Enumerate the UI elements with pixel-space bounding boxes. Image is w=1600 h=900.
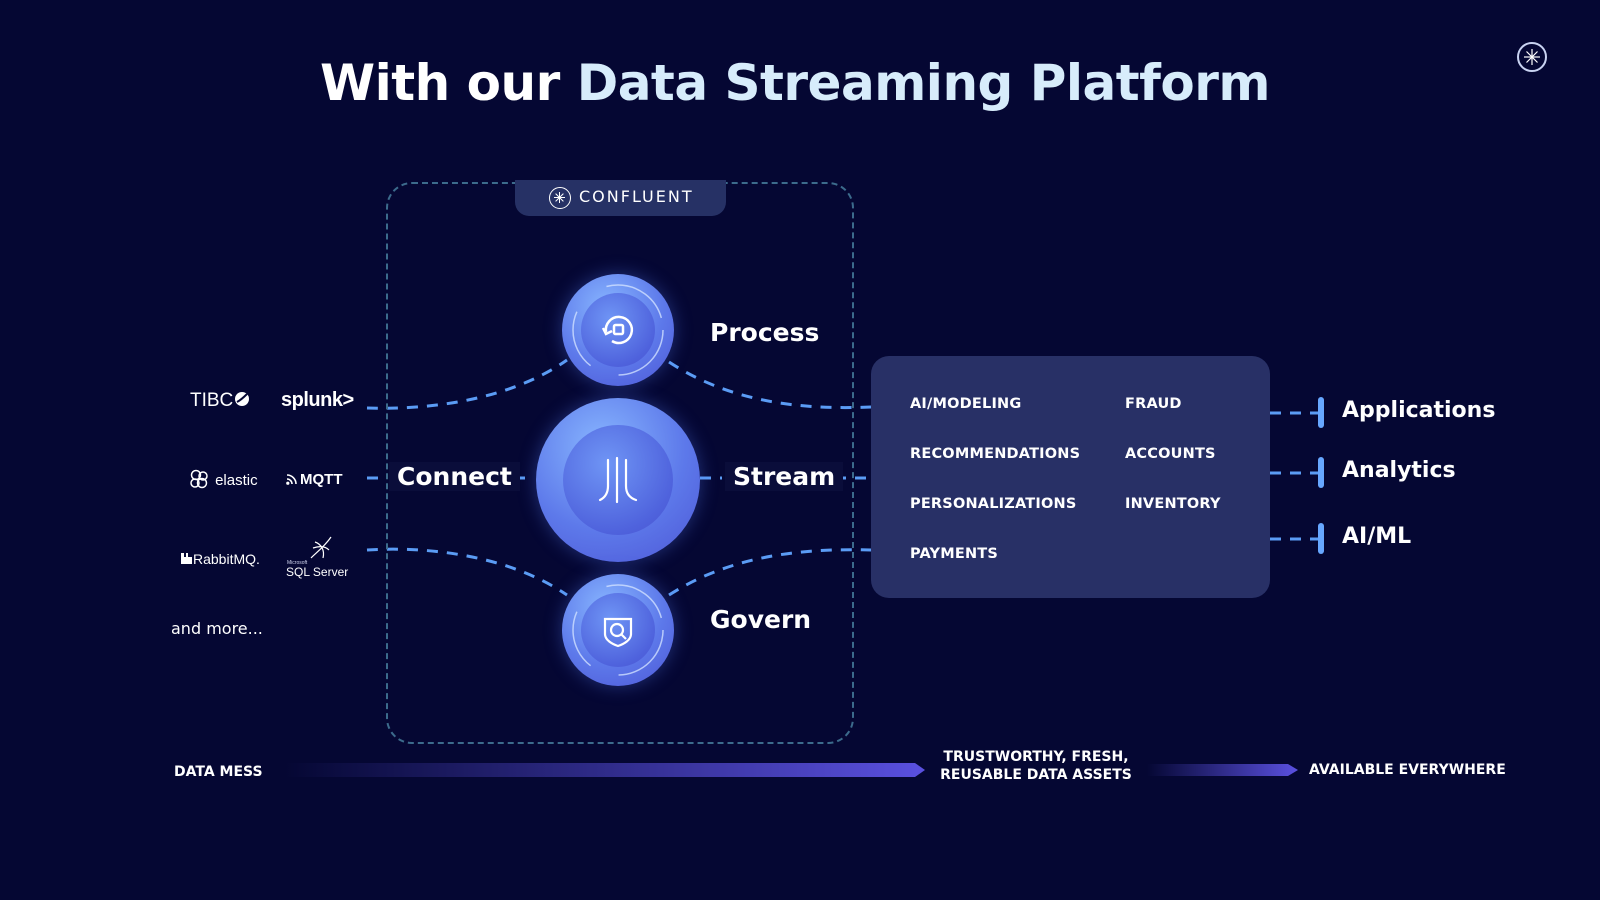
elastic-logo: elastic	[188, 468, 258, 490]
connect-label: Connect	[389, 462, 520, 491]
splunk-logo: splunk>	[281, 389, 354, 411]
rabbitmq-icon	[181, 553, 192, 564]
dash-source-govern	[366, 547, 568, 597]
progress-arrow-2	[1147, 764, 1298, 776]
consumer-ai-ml: AI/ML	[1342, 524, 1412, 549]
mqtt-signal-icon	[286, 474, 297, 485]
tibco-logo-text: TIBC	[190, 390, 234, 411]
dash-source-process	[366, 358, 568, 410]
refresh-square-icon	[572, 284, 664, 376]
use-case-item: ACCOUNTS	[1125, 446, 1216, 462]
process-label: Process	[710, 318, 820, 347]
sql-server-logo: Microsoft SQL Server	[285, 534, 349, 580]
confluent-tab: CONFLUENT	[515, 180, 726, 216]
data-assets-label: TRUSTWORTHY, FRESH, REUSABLE DATA ASSETS	[936, 748, 1136, 784]
rabbitmq-logo: RabbitMQ.	[180, 549, 260, 568]
mqtt-logo: MQTT	[286, 469, 343, 488]
use-case-item: FRAUD	[1125, 396, 1182, 412]
tibco-swirl-icon	[235, 392, 250, 406]
data-mess-label: DATA MESS	[174, 764, 263, 780]
govern-node	[562, 574, 674, 686]
progress-arrow-1	[285, 763, 925, 777]
confluent-logo-icon	[1517, 42, 1547, 72]
sql-server-text: SQL Server	[286, 565, 349, 579]
mqtt-logo-text: MQTT	[300, 471, 343, 488]
use-case-item: INVENTORY	[1125, 496, 1221, 512]
process-node	[562, 274, 674, 386]
elastic-icon	[190, 469, 208, 489]
dash-govern-usecases	[668, 548, 872, 597]
sql-server-icon	[310, 536, 332, 559]
stream-label: Stream	[725, 462, 844, 491]
tibco-logo: TIBC	[190, 390, 251, 412]
rabbitmq-logo-text: RabbitMQ.	[193, 551, 260, 567]
use-case-item: AI/MODELING	[910, 396, 1022, 412]
confluent-tab-logo-icon	[549, 187, 571, 209]
consumer-bar	[1318, 457, 1324, 488]
shield-search-icon	[572, 584, 664, 676]
consumer-applications: Applications	[1342, 398, 1496, 423]
stream-core-node	[536, 398, 700, 562]
use-case-item: RECOMMENDATIONS	[910, 446, 1081, 462]
and-more-label: and more...	[171, 619, 263, 638]
page-title: With our Data Streaming Platform	[0, 54, 1590, 112]
dash-process-usecases	[668, 360, 872, 410]
use-case-item: PERSONALIZATIONS	[910, 496, 1077, 512]
elastic-logo-text: elastic	[215, 472, 258, 489]
consumer-bar	[1318, 397, 1324, 428]
use-case-item: PAYMENTS	[910, 546, 999, 562]
sql-server-small-text: Microsoft	[287, 560, 308, 566]
confluent-label: CONFLUENT	[579, 187, 694, 206]
data-assets-line-1: TRUSTWORTHY, FRESH,	[943, 749, 1129, 765]
confluent-streams-icon	[598, 456, 638, 504]
use-cases-panel	[871, 356, 1270, 598]
title-prefix: With our	[319, 54, 577, 112]
consumer-analytics: Analytics	[1342, 458, 1456, 483]
available-everywhere-label: AVAILABLE EVERYWHERE	[1309, 762, 1506, 778]
consumer-bar	[1318, 523, 1324, 554]
govern-label: Govern	[710, 605, 812, 634]
data-assets-line-2: REUSABLE DATA ASSETS	[940, 767, 1132, 783]
title-highlight: Data Streaming Platform	[576, 54, 1271, 112]
